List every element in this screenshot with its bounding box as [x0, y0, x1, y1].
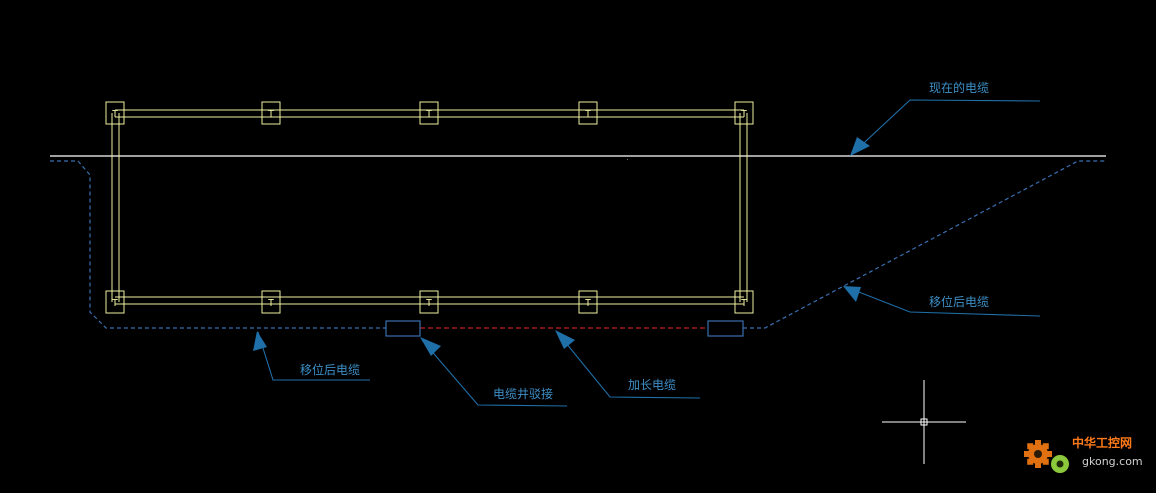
- column-top-2: T: [261, 101, 281, 125]
- column-bottom-4: T: [578, 290, 598, 314]
- column-marker: T: [112, 298, 118, 309]
- column-marker: T: [585, 109, 591, 120]
- moved-cable-path: [50, 160, 386, 329]
- building-frame: [111, 109, 748, 305]
- column-group: T T T T T T T T T T: [105, 101, 754, 314]
- label-current-cable: 现在的电缆: [929, 81, 990, 95]
- column-bottom-5: T: [734, 290, 754, 314]
- column-bottom-1: T: [105, 290, 125, 314]
- column-bottom-2: T: [261, 290, 281, 314]
- leader-cable-well-joint: [420, 337, 568, 407]
- cable-well-joint-box: [707, 320, 744, 337]
- column-bottom-3: T: [419, 290, 439, 314]
- column-top-5: T: [734, 101, 754, 125]
- crosshair-cursor: [882, 380, 966, 464]
- column-top-3: T: [419, 101, 439, 125]
- column-marker: T: [268, 298, 274, 309]
- watermark-logo: 中华工控网 gkong.com: [1010, 428, 1156, 488]
- label-moved-cable-right: 移位后电缆: [929, 295, 990, 309]
- label-moved-cable-left: 移位后电缆: [300, 363, 361, 377]
- watermark-url: gkong.com: [1082, 455, 1143, 468]
- column-marker: T: [585, 298, 591, 309]
- column-marker: T: [741, 298, 747, 309]
- column-marker: T: [426, 109, 432, 120]
- label-extended-cable: 加长电缆: [628, 378, 677, 392]
- label-cable-well-joint: 电缆井驳接: [493, 387, 554, 401]
- drawing-speck: [627, 159, 628, 160]
- column-top-1: T: [105, 101, 125, 125]
- column-marker: T: [268, 109, 274, 120]
- leader-current-cable: [850, 99, 1041, 156]
- leader-moved-cable-left: [253, 331, 370, 381]
- watermark-site-name: 中华工控网: [1072, 436, 1133, 450]
- column-marker: T: [112, 109, 118, 120]
- leader-moved-cable-right: [843, 286, 1041, 317]
- gear-icon: [1024, 440, 1069, 473]
- column-marker: T: [741, 109, 747, 120]
- leader-extended-cable: [555, 330, 701, 399]
- moved-cable-path-right: [743, 160, 1106, 329]
- cable-well-joint-box: [385, 320, 421, 337]
- column-top-4: T: [578, 101, 598, 125]
- column-marker: T: [426, 298, 432, 309]
